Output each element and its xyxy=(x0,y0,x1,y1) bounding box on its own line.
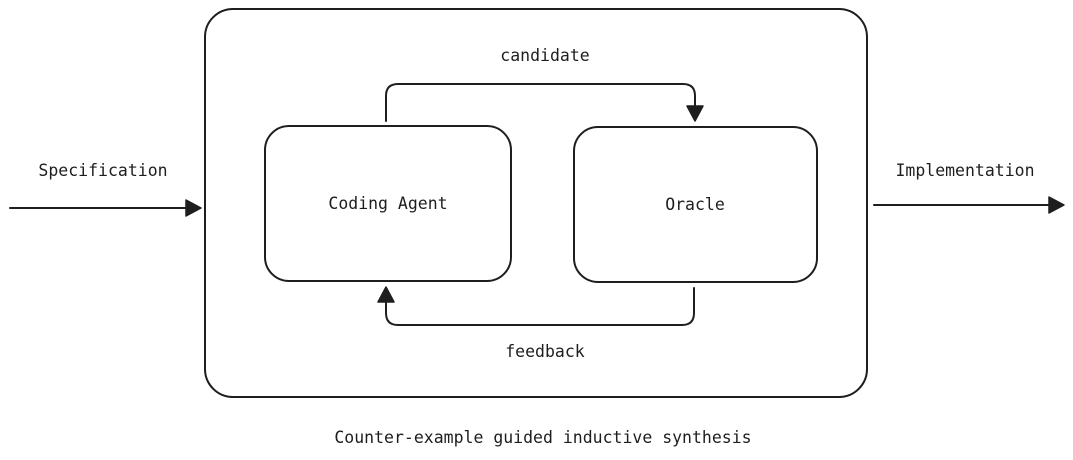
candidate-arrow-line xyxy=(385,83,696,122)
oracle-label: Oracle xyxy=(665,195,725,214)
oracle-node: Oracle xyxy=(573,126,818,283)
outer-container xyxy=(204,8,868,398)
candidate-label: candidate xyxy=(500,46,589,65)
coding-agent-label: Coding Agent xyxy=(328,194,447,213)
feedback-label: feedback xyxy=(505,342,585,361)
candidate-arrow: candidate xyxy=(385,46,704,122)
feedback-arrow: feedback xyxy=(377,286,695,361)
output-arrow-head xyxy=(1048,196,1065,214)
specification-label: Specification xyxy=(38,161,167,180)
oracle-box xyxy=(573,126,818,283)
coding-agent-box xyxy=(264,125,512,282)
input-arrow-head xyxy=(185,199,202,217)
candidate-arrow-head xyxy=(686,105,704,122)
output-arrow: Implementation xyxy=(873,161,1065,214)
feedback-arrow-line xyxy=(385,287,695,326)
diagram-caption: Counter-example guided inductive synthes… xyxy=(334,428,751,447)
implementation-label: Implementation xyxy=(895,161,1034,180)
coding-agent-node: Coding Agent xyxy=(264,125,512,282)
feedback-arrow-head xyxy=(377,286,395,303)
input-arrow: Specification xyxy=(9,161,202,217)
